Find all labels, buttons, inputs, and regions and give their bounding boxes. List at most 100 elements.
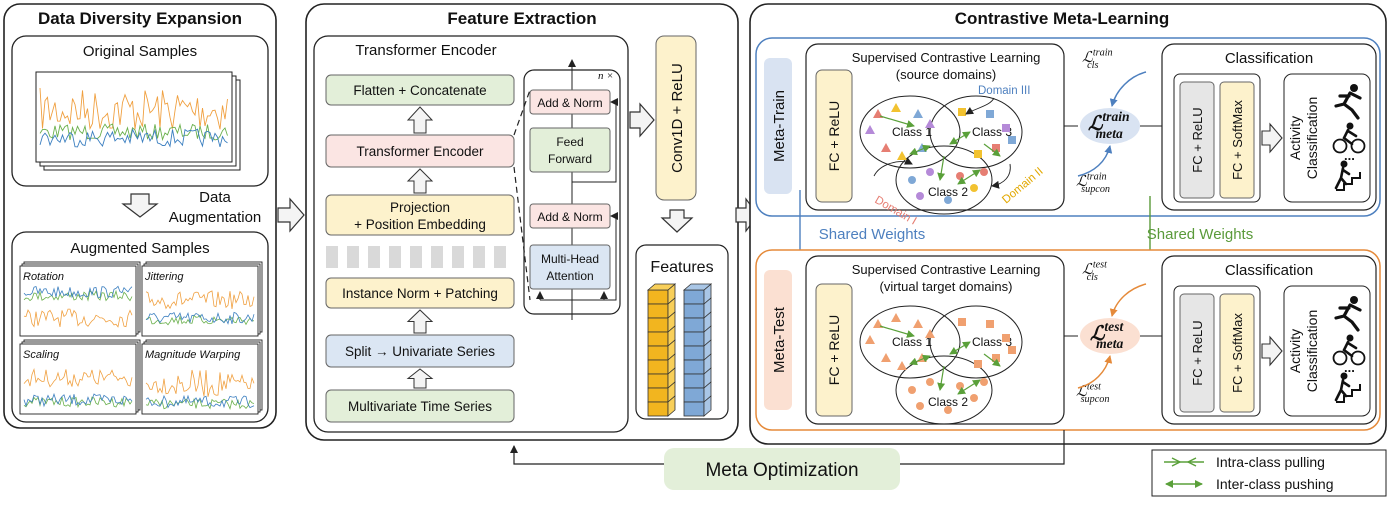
panel-contrastive-title: Contrastive Meta-Learning <box>955 9 1169 28</box>
flatten-concatenate-block <box>325 74 515 106</box>
scl-test-subtitle: (virtual target domains) <box>880 279 1013 294</box>
loss-test-supcon-text-superscript: test <box>1087 381 1102 392</box>
activity-test-label-line2: Classification <box>1304 310 1320 392</box>
legend: Intra-class pulling Inter-class pushing <box>1151 449 1387 497</box>
sample-triangle <box>865 335 875 344</box>
augmentation-name-3: Scaling <box>23 349 60 361</box>
panel-feature-extraction: Feature Extraction Transformer Encoder F… <box>305 3 739 441</box>
class-2-label: Class 2 <box>928 185 968 199</box>
sample-circle <box>944 196 952 204</box>
domain-3-arrow <box>965 97 995 115</box>
patch-bar <box>326 246 338 268</box>
arrow-to-activity-train <box>1261 122 1283 154</box>
patch-bar <box>431 246 443 268</box>
class-2-label: Class 2 <box>928 395 968 409</box>
sample-triangle <box>891 313 901 322</box>
patch-bar <box>452 246 464 268</box>
feature-cube <box>683 401 705 417</box>
feature-cube-top <box>682 283 713 291</box>
contrastive-arrow <box>949 341 971 355</box>
multivariate-series-block <box>325 389 515 423</box>
original-samples-label: Original Samples <box>83 43 197 60</box>
instance-norm-block <box>325 277 515 309</box>
sample-circle <box>970 184 978 192</box>
classification-train-title: Classification <box>1225 50 1313 67</box>
meta-optimization-box <box>664 448 900 490</box>
running-icon <box>1334 91 1362 120</box>
sample-triangle <box>913 319 923 328</box>
fc-relu-cls-test-label: FC + ReLU <box>1190 320 1205 385</box>
feature-cube <box>647 317 669 333</box>
feature-cube <box>647 359 669 375</box>
meta-train-tab <box>764 58 792 194</box>
fc-relu-test-block <box>815 283 853 417</box>
contrastive-arrow <box>949 131 971 145</box>
patch-bars <box>326 246 506 268</box>
arrow-to-conv <box>629 102 655 138</box>
sample-square <box>992 354 1000 362</box>
sample-circle <box>980 378 988 386</box>
sample-square <box>958 108 966 116</box>
projection-label-line1: Projection <box>390 200 450 215</box>
augmented-series-blue <box>23 392 133 408</box>
sample-square <box>974 150 982 158</box>
augmentation-label-line2: Augmentation <box>169 209 262 226</box>
feature-cube <box>683 303 705 319</box>
cycling-icon-head <box>1346 122 1354 130</box>
sample-triangle <box>925 119 935 128</box>
loss-test-cls-text-subscript: cls <box>1087 272 1098 283</box>
cls-to-meta-test-arrow <box>1109 283 1147 317</box>
loss-train-supcon-text-superscript: train <box>1087 171 1107 182</box>
stairs-icon-head <box>1340 372 1348 380</box>
multi-head-attention-block <box>529 244 611 290</box>
fc-relu-cls-train-block <box>1179 81 1215 199</box>
meta-train-loss-node <box>1080 108 1140 144</box>
sample-triangle <box>913 109 923 118</box>
scl-train-subtitle: (source domains) <box>896 67 996 82</box>
sample-triangle <box>925 329 935 338</box>
projection-block <box>325 194 515 236</box>
loss-train-supcon-text-subscript: supcon <box>1081 184 1110 195</box>
stack-up-arrow <box>406 168 434 194</box>
conv1d-relu-label: Conv1D + ReLU <box>669 63 686 173</box>
augmented-series-orange <box>23 308 133 328</box>
class-3-circle <box>929 305 1023 379</box>
split-univariate-block <box>325 334 515 368</box>
feature-cube-side <box>667 395 676 417</box>
meta-train-label: Meta-Train <box>771 90 788 162</box>
feature-cube <box>647 387 669 403</box>
zoom-dash-bottom <box>513 166 531 301</box>
cycling-icon-wheel-back <box>1332 350 1348 366</box>
attention-label-line1: Multi-Head <box>541 252 599 266</box>
cycling-icon <box>1342 128 1358 146</box>
stairs-icon-person <box>1334 378 1351 402</box>
meta-test-tab <box>764 270 792 410</box>
loss-train-cls-text-subscript: cls <box>1087 60 1098 71</box>
running-icon-head <box>1350 84 1358 92</box>
stack-up-arrow <box>406 309 434 334</box>
patch-bar <box>494 246 506 268</box>
class-2-circle <box>895 355 993 425</box>
activity-icons-train: ... <box>1332 84 1366 191</box>
arrow-to-features <box>660 209 694 233</box>
fc-relu-cls-train-label: FC + ReLU <box>1190 107 1205 172</box>
class-1-label: Class 1 <box>892 335 932 349</box>
meta-test-loss-node <box>1080 318 1140 354</box>
legend-intra-arrowheads <box>1171 457 1197 467</box>
arrow-to-feature-extraction <box>277 197 305 233</box>
sample-circle <box>944 406 952 414</box>
cycling-icon-wheel-front <box>1350 138 1366 154</box>
class-1-label: Class 1 <box>892 125 932 139</box>
stairs-icon-person <box>1334 166 1351 190</box>
feature-cube <box>647 331 669 347</box>
class-2-circle <box>895 145 993 215</box>
transformer-encoder-block <box>325 134 515 168</box>
feature-cube <box>647 373 669 389</box>
sample-square <box>992 144 1000 152</box>
instance-norm-label: Instance Norm + Patching <box>342 286 498 301</box>
